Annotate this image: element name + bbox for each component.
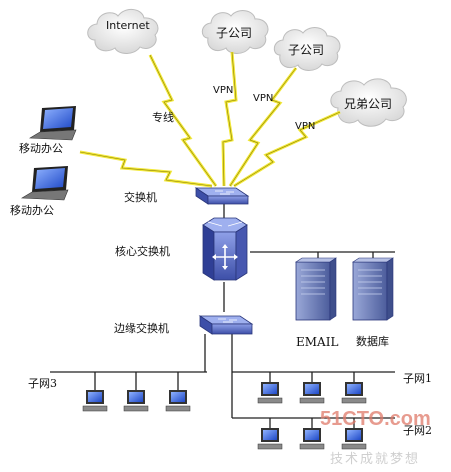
database-label: 数据库 — [356, 335, 389, 348]
mobile-office-label-1: 移动办公 — [19, 142, 63, 155]
watermark-slogan: 技术成就梦想 — [330, 452, 421, 467]
vpn-label-1: VPN — [213, 85, 234, 96]
workstation — [299, 382, 325, 404]
backbone-lines — [50, 203, 395, 428]
workstation — [341, 382, 367, 404]
vpn-label-3: VPN — [295, 121, 316, 132]
database-server — [352, 257, 394, 321]
workstation — [165, 390, 191, 412]
cloud-internet-label: Internet — [106, 19, 150, 32]
cloud-subsidiary-2-label: 子公司 — [288, 43, 325, 57]
email-label: EMAIL — [296, 335, 339, 349]
subnet-1-label: 子网1 — [403, 372, 432, 385]
lightning-links — [79, 51, 341, 188]
vpn-label-2: VPN — [253, 93, 274, 104]
edge-switch-label: 边缘交换机 — [114, 322, 169, 335]
laptop-1 — [28, 106, 77, 141]
lightning-mobile — [79, 150, 213, 188]
workstation — [123, 390, 149, 412]
subnet-3-label: 子网3 — [28, 377, 57, 390]
watermark-site: 51CTO.com — [320, 408, 431, 430]
cloud-subsidiary-2 — [273, 27, 341, 71]
edge-switch — [198, 315, 254, 335]
cloud-internet — [87, 9, 159, 54]
cloud-brother-company — [330, 78, 407, 127]
switch — [194, 187, 250, 205]
mobile-office-label-2: 移动办公 — [10, 204, 54, 217]
lightning-sub1 — [221, 51, 238, 187]
cloud-brother-company-label: 兄弟公司 — [344, 97, 393, 111]
workstation — [257, 382, 283, 404]
core-switch-label: 核心交换机 — [115, 245, 170, 258]
workstation — [257, 428, 283, 450]
leased-line-label: 专线 — [152, 111, 174, 124]
switch-label: 交换机 — [124, 191, 157, 204]
workstation — [299, 428, 325, 450]
core-switch — [202, 217, 248, 281]
laptop-2 — [20, 166, 69, 201]
workstation — [82, 390, 108, 412]
subnet-2-label: 子网2 — [403, 424, 432, 437]
cloud-subsidiary-1 — [201, 10, 269, 54]
workstation — [341, 428, 367, 450]
lightning-brother — [233, 110, 341, 188]
email-server — [295, 257, 337, 321]
cloud-subsidiary-1-label: 子公司 — [216, 26, 253, 40]
